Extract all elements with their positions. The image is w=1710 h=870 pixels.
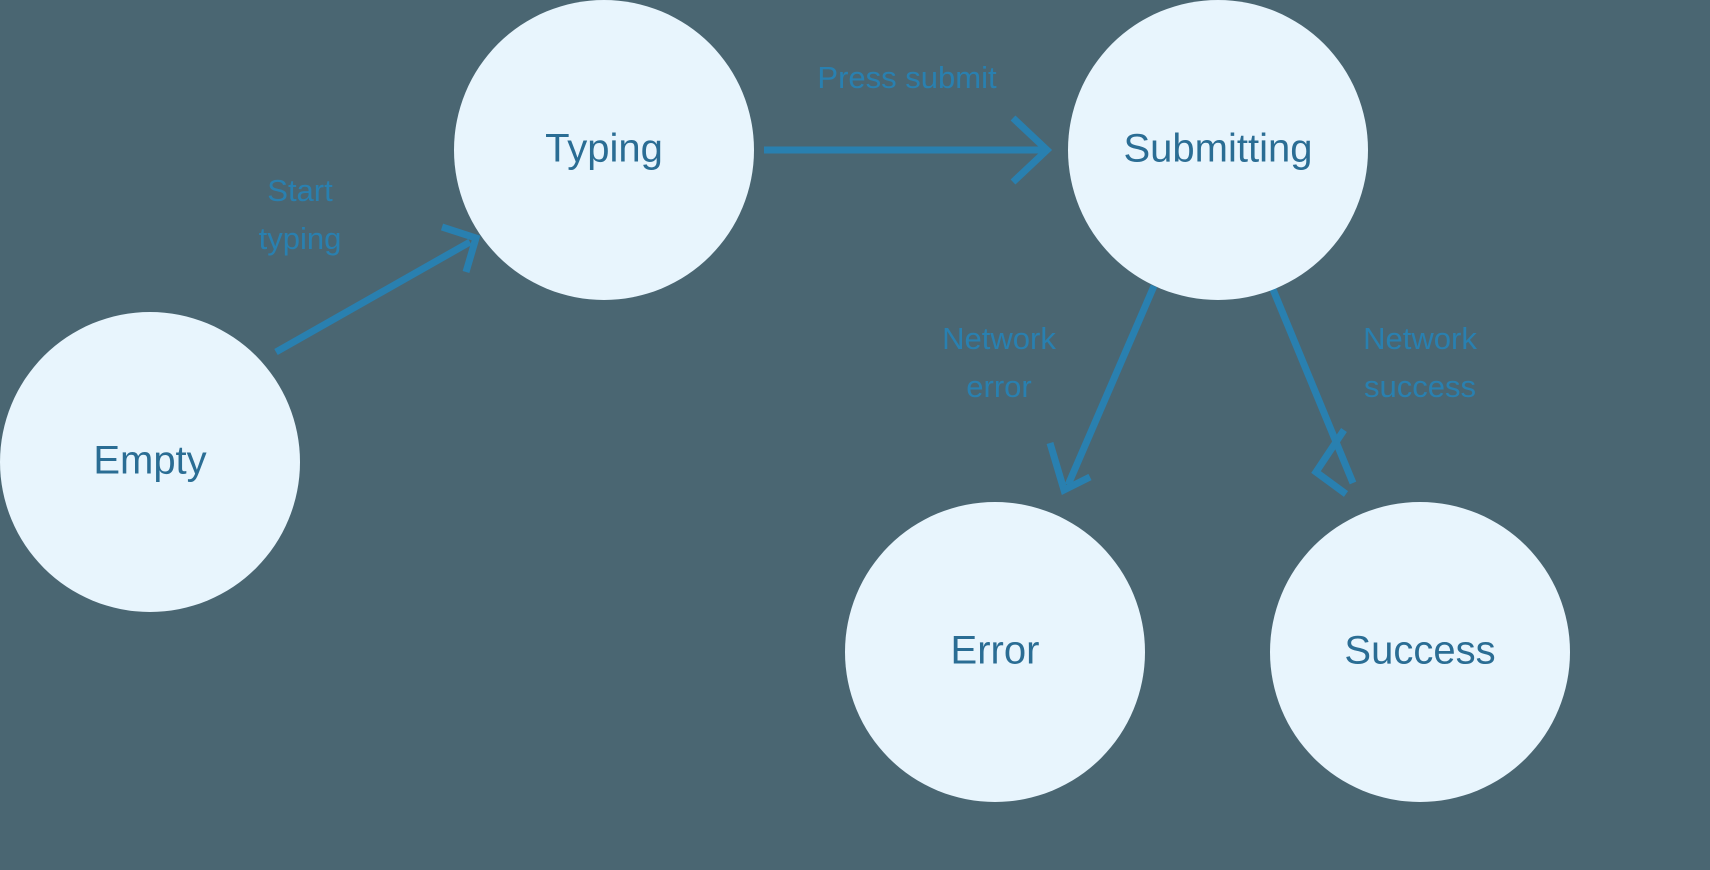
edge-label-start-typing-line1: Start [267, 173, 333, 208]
edge-empty-to-typing [274, 223, 481, 356]
state-node-success-circle[interactable] [1270, 502, 1570, 802]
edge-empty-to-typing-arrowhead [440, 223, 481, 273]
edge-submitting-to-success-arrowhead [1311, 428, 1349, 497]
edge-label-press-submit: Press submit [817, 60, 997, 95]
state-node-submitting[interactable]: Submitting [1068, 0, 1368, 300]
edge-typing-to-submitting [764, 115, 1053, 185]
edge-submitting-to-error-line [1064, 284, 1158, 487]
edge-label-network-success: Network success [1363, 321, 1477, 404]
edge-submitting-to-success [1268, 285, 1357, 497]
state-node-typing-circle[interactable] [454, 0, 754, 300]
edge-label-network-error-line1: Network [942, 321, 1056, 356]
state-node-submitting-label: Submitting [1124, 127, 1313, 171]
edge-submitting-to-error-arrowhead [1046, 442, 1092, 495]
edge-typing-to-submitting-arrowhead [1010, 115, 1053, 185]
state-node-typing[interactable]: Typing [454, 0, 754, 300]
edge-submitting-to-error [1046, 284, 1158, 495]
edge-label-start-typing-line2: typing [259, 221, 342, 256]
edge-label-press-submit-line1: Press submit [817, 60, 997, 95]
edge-label-network-error: Network error [942, 321, 1056, 404]
state-node-success-label: Success [1344, 629, 1495, 673]
edge-label-network-success-line2: success [1364, 369, 1476, 404]
state-node-success[interactable]: Success [1270, 502, 1570, 802]
state-node-typing-label: Typing [545, 127, 663, 171]
state-node-error-circle[interactable] [845, 502, 1145, 802]
state-node-empty-circle[interactable] [0, 312, 300, 612]
state-node-error-label: Error [951, 629, 1040, 673]
state-node-submitting-circle[interactable] [1068, 0, 1368, 300]
edge-label-start-typing: Start typing [259, 173, 342, 256]
edge-submitting-to-success-line [1268, 285, 1357, 485]
state-node-error[interactable]: Error [845, 502, 1145, 802]
state-node-empty-label: Empty [93, 439, 206, 483]
edge-empty-to-typing-line [274, 238, 472, 356]
edge-label-network-success-line1: Network [1363, 321, 1477, 356]
state-node-empty[interactable]: Empty [0, 312, 300, 612]
edge-label-network-error-line2: error [966, 369, 1031, 404]
